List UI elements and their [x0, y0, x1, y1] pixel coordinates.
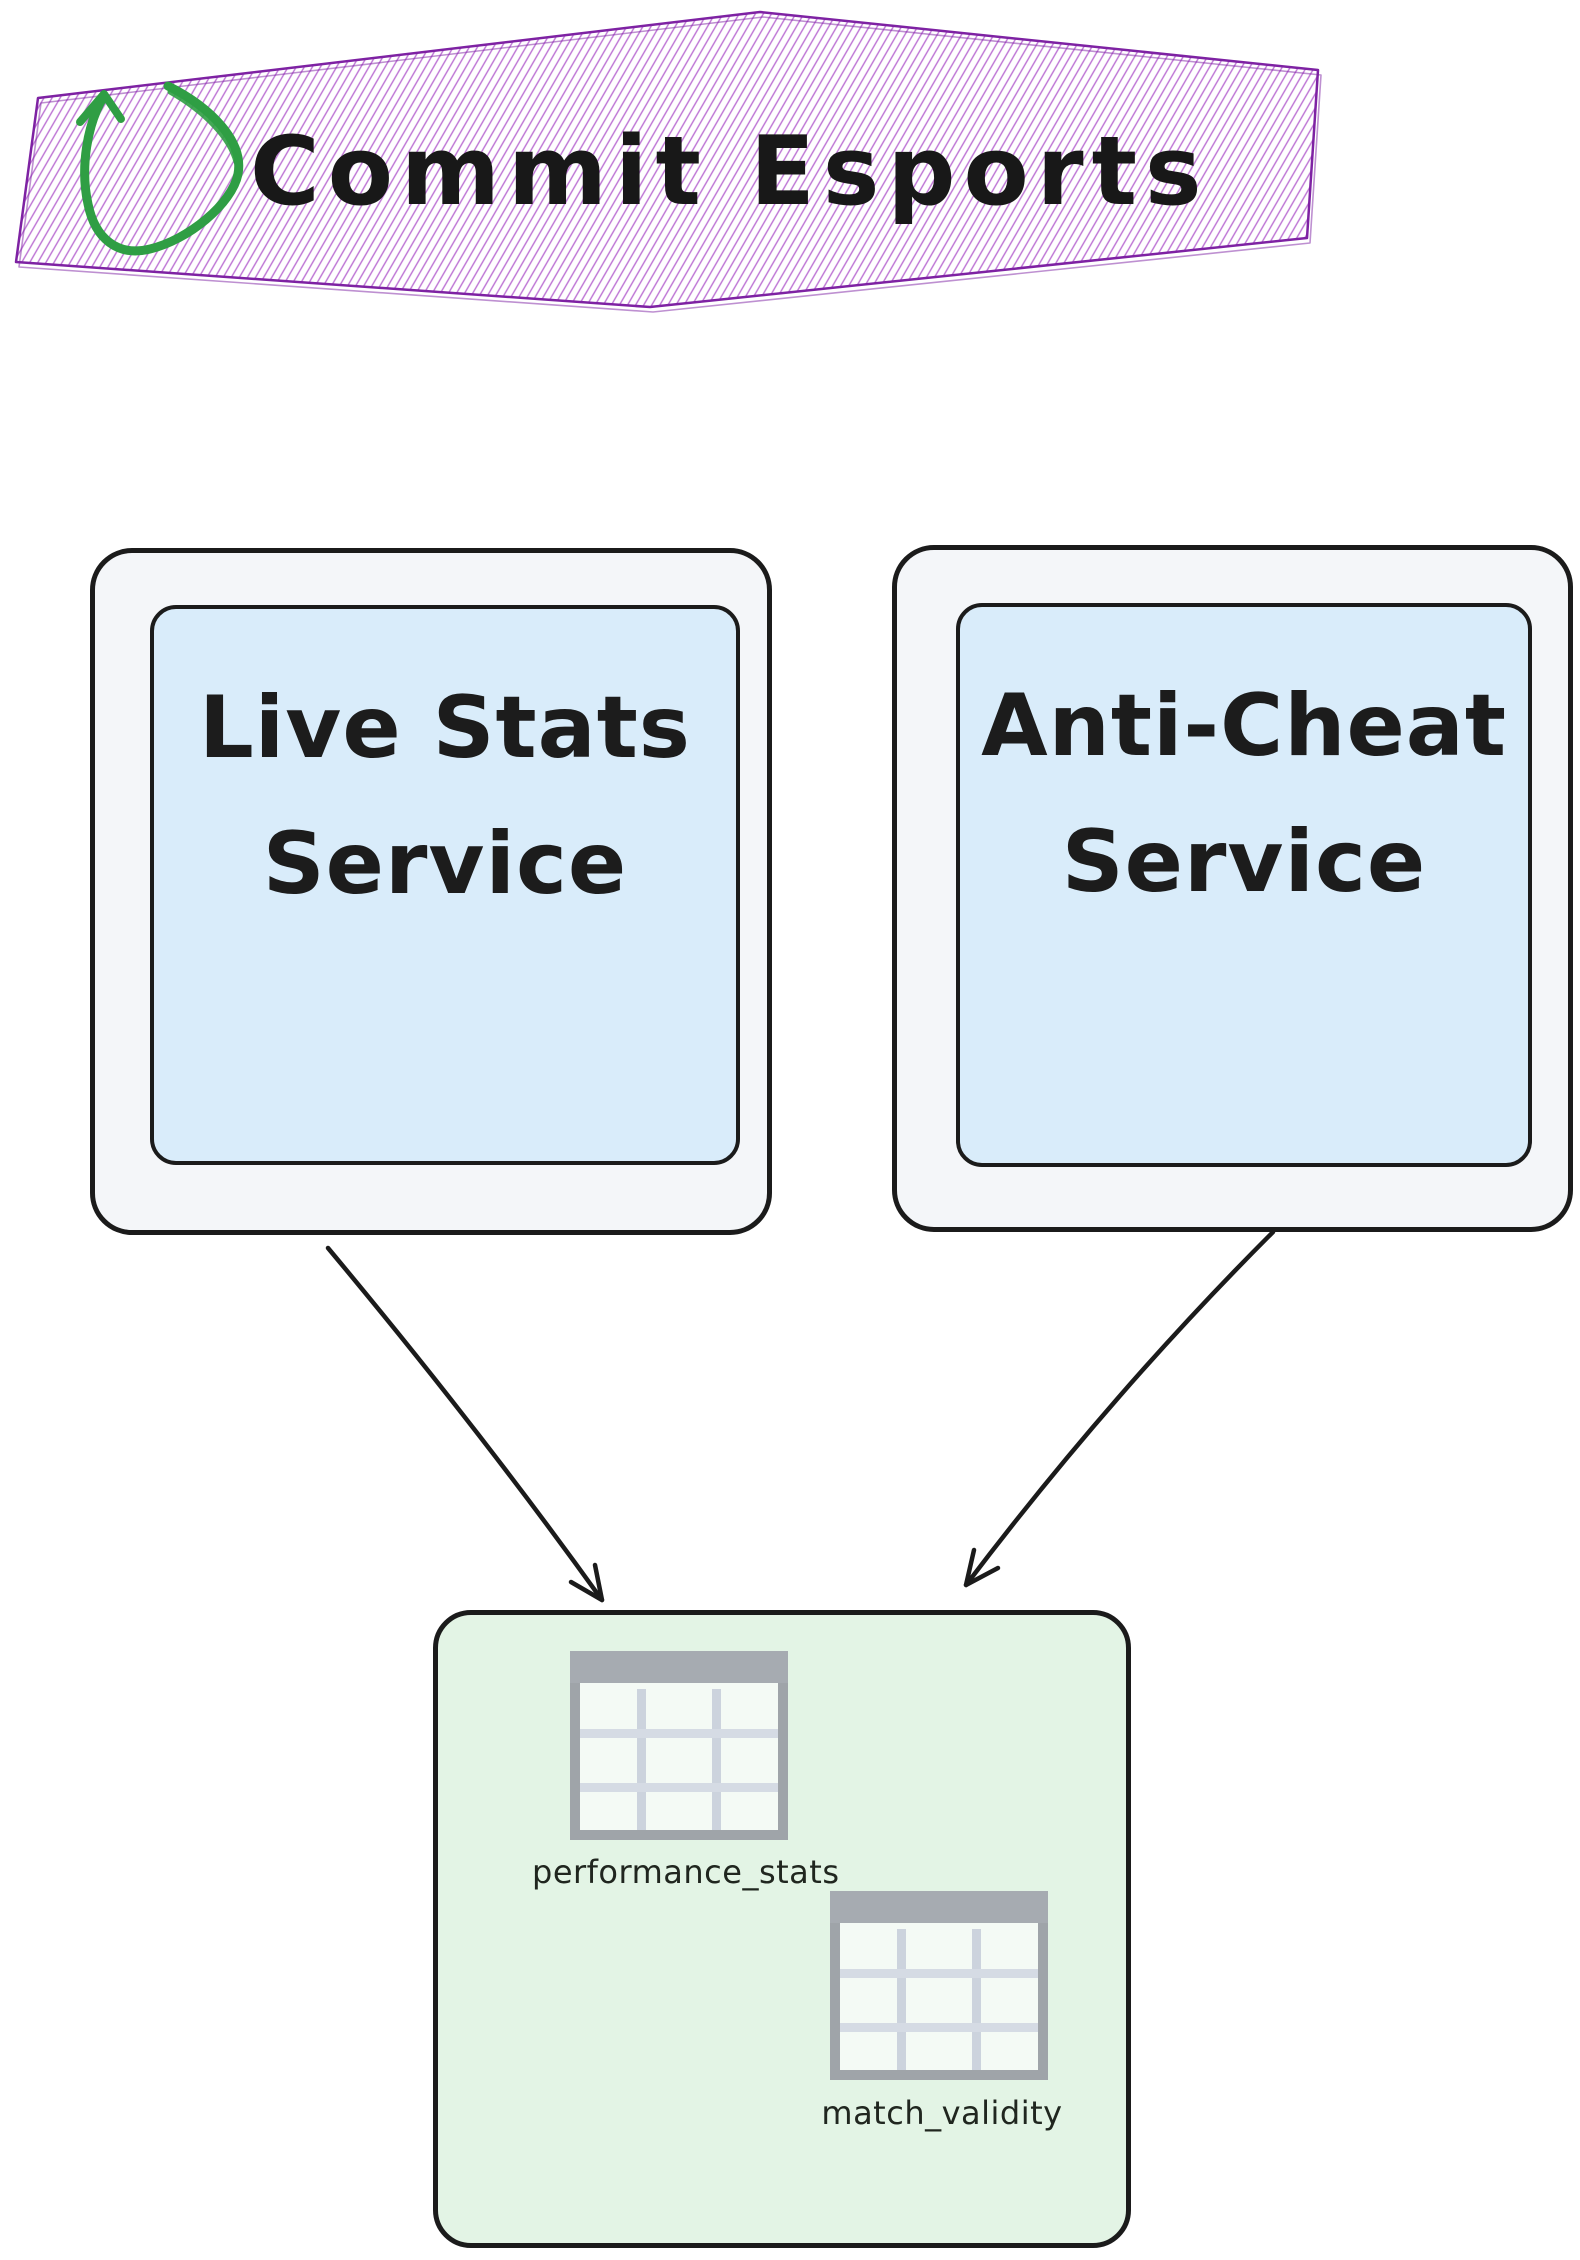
table-grid-icon: [830, 1891, 1048, 2080]
table-icon-frame: [570, 1651, 788, 1840]
table-label-performance-stats: performance_stats: [532, 1853, 840, 1891]
table-icon-grid: [840, 1923, 1038, 2070]
table-label-match-validity: match_validity: [821, 2094, 1063, 2132]
service-node-anti-cheat-screen: Anti-Cheat Service: [956, 603, 1532, 1167]
table-icon-header: [570, 1651, 788, 1683]
arrow-live-stats-to-db: [325, 1245, 605, 1603]
table-icon-header: [830, 1891, 1048, 1923]
table-icon-grid: [580, 1683, 778, 1830]
table-icon-frame: [830, 1891, 1048, 2080]
arrow-anti-cheat-to-db: [963, 1229, 1276, 1588]
service-title-line: Service: [262, 813, 628, 914]
service-title-line: Service: [1061, 811, 1427, 912]
banner-title: Commit Esports: [250, 117, 1210, 227]
table-grid-icon: [570, 1651, 788, 1840]
loop-arrow-icon: [76, 81, 244, 256]
service-title-line: Anti-Cheat: [981, 676, 1507, 776]
service-title-line: Live Stats: [199, 678, 691, 778]
service-node-live-stats-screen: Live Stats Service: [150, 605, 740, 1165]
